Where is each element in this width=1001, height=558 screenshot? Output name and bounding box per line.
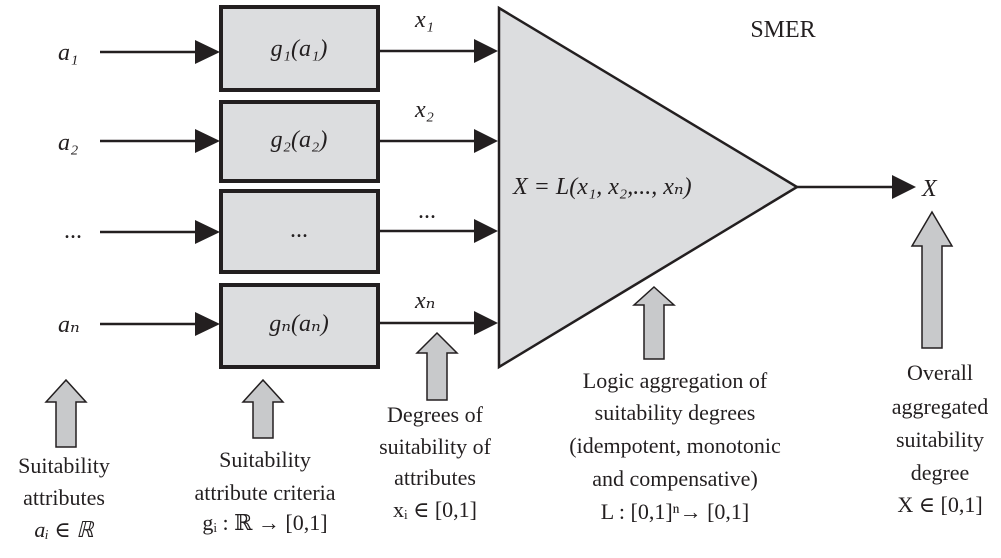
degree-label: x₁ xyxy=(414,7,434,33)
degree-arrows xyxy=(378,39,498,335)
input-label: a₁ xyxy=(58,40,78,66)
caption-line: suitability of xyxy=(379,434,492,459)
caption-line: Suitability xyxy=(219,447,311,472)
caption-criteria: Suitability attribute criteria gᵢ : ℝ → … xyxy=(194,447,335,535)
caption-line: attribute criteria xyxy=(194,480,335,505)
degree-label: xₙ xyxy=(414,288,435,314)
caption-line: X ∈ [0,1] xyxy=(897,492,982,517)
criteria-label: g₂(a₂) xyxy=(271,127,328,153)
degree-label: x₂ xyxy=(414,97,434,123)
up-arrow-icon xyxy=(910,210,954,349)
degree-label: ... xyxy=(418,198,436,224)
up-arrow-icon xyxy=(44,378,88,448)
diagram-title: SMER xyxy=(750,17,815,43)
caption-line: (idempotent, monotonic xyxy=(569,433,781,458)
up-arrow-icon xyxy=(241,378,285,439)
criteria-box xyxy=(219,283,380,369)
arrowhead-icon xyxy=(474,39,498,63)
caption-line: and compensative) xyxy=(592,466,758,491)
arrowhead-icon xyxy=(195,129,220,153)
caption-line: aggregated xyxy=(892,394,989,419)
caption-line: xᵢ ∈ [0,1] xyxy=(393,497,477,522)
input-arrows xyxy=(100,40,220,336)
up-arrow-icon xyxy=(415,331,459,401)
aggregation-formula: X = L(x₁, x₂,..., xₙ) xyxy=(512,174,692,200)
input-label: ... xyxy=(64,218,82,244)
caption-line: attributes xyxy=(394,465,476,490)
caption-attributes: Suitability attributes aᵢ ∈ ℝ xyxy=(18,453,110,542)
arrowhead-icon xyxy=(474,311,498,335)
arrowhead-icon xyxy=(892,175,916,199)
caption-line: suitability xyxy=(896,427,984,452)
arrowhead-icon xyxy=(474,219,498,243)
aggregation-triangle xyxy=(497,5,800,370)
caption-line: Suitability xyxy=(18,453,110,478)
arrowhead-icon xyxy=(195,220,220,244)
caption-aggregation: Logic aggregation of suitability degrees… xyxy=(569,368,781,524)
caption-overall: Overall aggregated suitability degree X … xyxy=(892,360,989,517)
caption-line: aᵢ ∈ ℝ xyxy=(34,517,95,542)
caption-line: Degrees of xyxy=(387,402,484,427)
caption-degrees: Degrees of suitability of attributes xᵢ … xyxy=(379,402,492,522)
criteria-box xyxy=(219,100,380,183)
caption-line: attributes xyxy=(23,485,105,510)
up-arrow-icon xyxy=(632,285,676,360)
caption-line: gᵢ : ℝ → [0,1] xyxy=(202,510,327,535)
caption-line: degree xyxy=(911,460,970,485)
criteria-box xyxy=(219,5,380,92)
caption-line: Overall xyxy=(907,360,973,385)
caption-line: suitability degrees xyxy=(595,400,756,425)
caption-line: Logic aggregation of xyxy=(583,368,768,393)
criteria-label: ... xyxy=(290,217,308,243)
criteria-box xyxy=(219,189,380,274)
arrowhead-icon xyxy=(195,312,220,336)
caption-line: L : [0,1]ⁿ→ [0,1] xyxy=(601,499,749,524)
output-label: X xyxy=(921,176,938,202)
arrowhead-icon xyxy=(195,40,220,64)
arrowhead-icon xyxy=(474,129,498,153)
criteria-label: gₙ(aₙ) xyxy=(269,311,328,337)
input-label: aₙ xyxy=(58,312,80,338)
criteria-label: g₁(a₁) xyxy=(271,36,328,62)
input-label: a₂ xyxy=(58,130,78,156)
